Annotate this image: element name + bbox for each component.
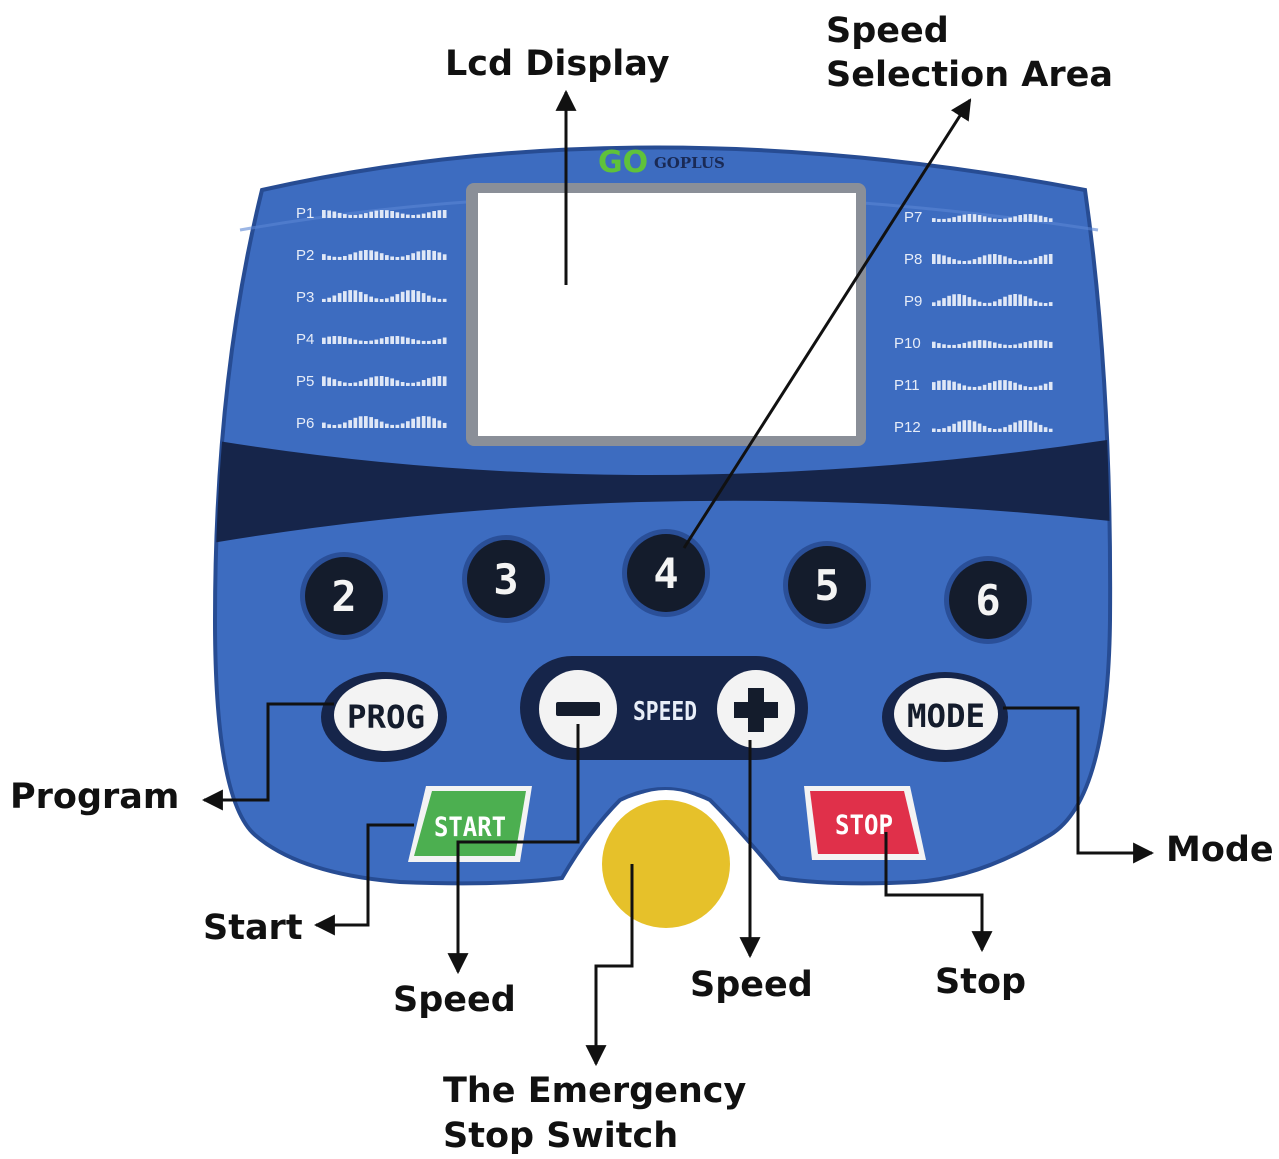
program-profile-label: P4 [296, 331, 314, 348]
leader-emergency [585, 864, 634, 1067]
speed-control-bar: SPEED [520, 656, 808, 760]
speed-key-label: 3 [493, 555, 518, 604]
program-profile-label: P5 [296, 373, 314, 390]
leader-speed-left [447, 724, 580, 975]
profile-graph-icon [932, 380, 1053, 390]
brand-logo-mark: GO [598, 145, 648, 180]
callout-lcd-display: Lcd Display [445, 44, 670, 84]
leader-mode [1003, 706, 1155, 864]
profile-graph-icon [322, 210, 447, 218]
program-profile-p6: P6 [296, 415, 447, 432]
program-profile-p5: P5 [296, 373, 447, 390]
prog-button-label: PROG [347, 698, 425, 736]
program-profile-p2: P2 [296, 247, 447, 264]
start-button-label: START [434, 812, 506, 843]
program-profile-p11: P11 [894, 377, 1053, 394]
profile-graph-icon [932, 294, 1053, 306]
stop-button[interactable]: STOP [804, 786, 926, 860]
program-profile-p10: P10 [894, 335, 1053, 352]
speed-key-3[interactable]: 3 [462, 535, 550, 623]
callout-speed-selection-line2: Selection Area [826, 55, 1113, 95]
profile-graph-icon [932, 254, 1053, 264]
leader-stop [884, 832, 993, 953]
mode-button[interactable]: MODE [882, 672, 1008, 762]
speed-key-6[interactable]: 6 [944, 556, 1032, 644]
callout-labels: Lcd Display Speed Selection Area Program… [10, 11, 1274, 1156]
leader-program [201, 702, 334, 811]
program-profile-p12: P12 [894, 419, 1053, 436]
program-profile-label: P8 [904, 251, 922, 268]
leader-start [313, 823, 414, 936]
callout-leaders [201, 89, 1155, 1067]
brand-logo: GO GOPLUS [598, 145, 725, 180]
profile-graph-icon [322, 336, 447, 344]
mode-button-label: MODE [907, 697, 985, 735]
speed-selection-keys: 2 3 4 5 6 [300, 529, 1032, 644]
speed-bar-label: SPEED [633, 697, 697, 727]
callout-stop: Stop [935, 962, 1026, 1002]
profile-graph-icon [932, 340, 1053, 348]
program-profile-label: P7 [904, 209, 922, 226]
speed-decrease-button[interactable] [539, 670, 617, 748]
profile-graph-icon [322, 376, 447, 386]
profile-graph-icon [322, 290, 447, 302]
speed-key-5[interactable]: 5 [783, 541, 871, 629]
dark-band [215, 438, 1111, 545]
program-profile-label: P11 [894, 377, 920, 394]
program-profile-label: P2 [296, 247, 314, 264]
program-profile-label: P3 [296, 289, 314, 306]
speed-key-4[interactable]: 4 [622, 529, 710, 617]
stop-button-label: STOP [835, 810, 893, 841]
program-profile-label: P9 [904, 293, 922, 310]
program-profile-label: P10 [894, 335, 921, 352]
program-profile-p7: P7 [904, 209, 1053, 226]
speed-key-label: 6 [975, 576, 1000, 625]
callout-mode: Mode [1166, 830, 1274, 870]
brand-name: GOPLUS [654, 154, 725, 172]
callout-program: Program [10, 777, 179, 817]
callout-speed-right: Speed [690, 965, 813, 1005]
speed-increase-button[interactable] [717, 670, 795, 748]
program-profile-p1: P1 [296, 205, 447, 222]
program-profile-label: P12 [894, 419, 921, 436]
profile-graph-icon [932, 214, 1053, 222]
speed-key-label: 5 [814, 561, 839, 610]
speed-key-2[interactable]: 2 [300, 552, 388, 640]
callout-emergency-line1: The Emergency [443, 1071, 747, 1111]
leader-speed-area [682, 98, 972, 549]
speed-key-label: 4 [653, 549, 678, 598]
program-profile-p3: P3 [296, 289, 447, 306]
callout-speed-left: Speed [393, 980, 516, 1020]
program-profile-label: P1 [296, 205, 314, 222]
emergency-stop-switch[interactable] [592, 790, 740, 938]
profile-graph-icon [322, 416, 447, 428]
program-profile-p8: P8 [904, 251, 1053, 268]
speed-key-label: 2 [331, 572, 356, 621]
program-profile-label: P6 [296, 415, 314, 432]
minus-icon [556, 702, 600, 716]
program-profile-p4: P4 [296, 331, 447, 348]
start-button[interactable]: START [408, 786, 532, 862]
profile-graph-icon [322, 250, 447, 260]
plus-icon [734, 688, 778, 732]
callout-emergency-line2: Stop Switch [443, 1116, 678, 1156]
prog-button[interactable]: PROG [321, 672, 447, 762]
callout-speed-selection-line1: Speed [826, 11, 949, 51]
callout-start: Start [203, 908, 303, 948]
lcd-display [466, 183, 866, 446]
program-profile-p9: P9 [904, 293, 1053, 310]
profile-graph-icon [932, 420, 1053, 432]
